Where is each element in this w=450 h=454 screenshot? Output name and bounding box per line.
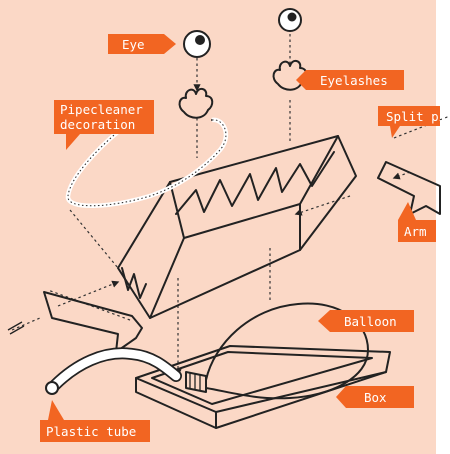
label-split-pin-text: Split pin [386, 109, 450, 124]
label-eyelashes-text: Eyelashes [320, 73, 388, 88]
label-pipecleaner-line1: Pipecleaner [60, 102, 143, 117]
label-pipecleaner-line2: decoration [60, 117, 135, 132]
label-eye-text: Eye [122, 37, 145, 52]
label-balloon: Balloon [318, 310, 414, 332]
eye-left [184, 31, 210, 57]
eye-right [279, 9, 301, 31]
label-box: Box [336, 386, 414, 408]
label-plastic-tube-text: Plastic tube [46, 424, 136, 439]
label-eyelashes: Eyelashes [296, 70, 404, 90]
label-arm-text: Arm [404, 224, 427, 239]
label-eye: Eye [108, 34, 176, 54]
label-balloon-text: Balloon [344, 314, 397, 329]
label-box-text: Box [364, 390, 387, 405]
